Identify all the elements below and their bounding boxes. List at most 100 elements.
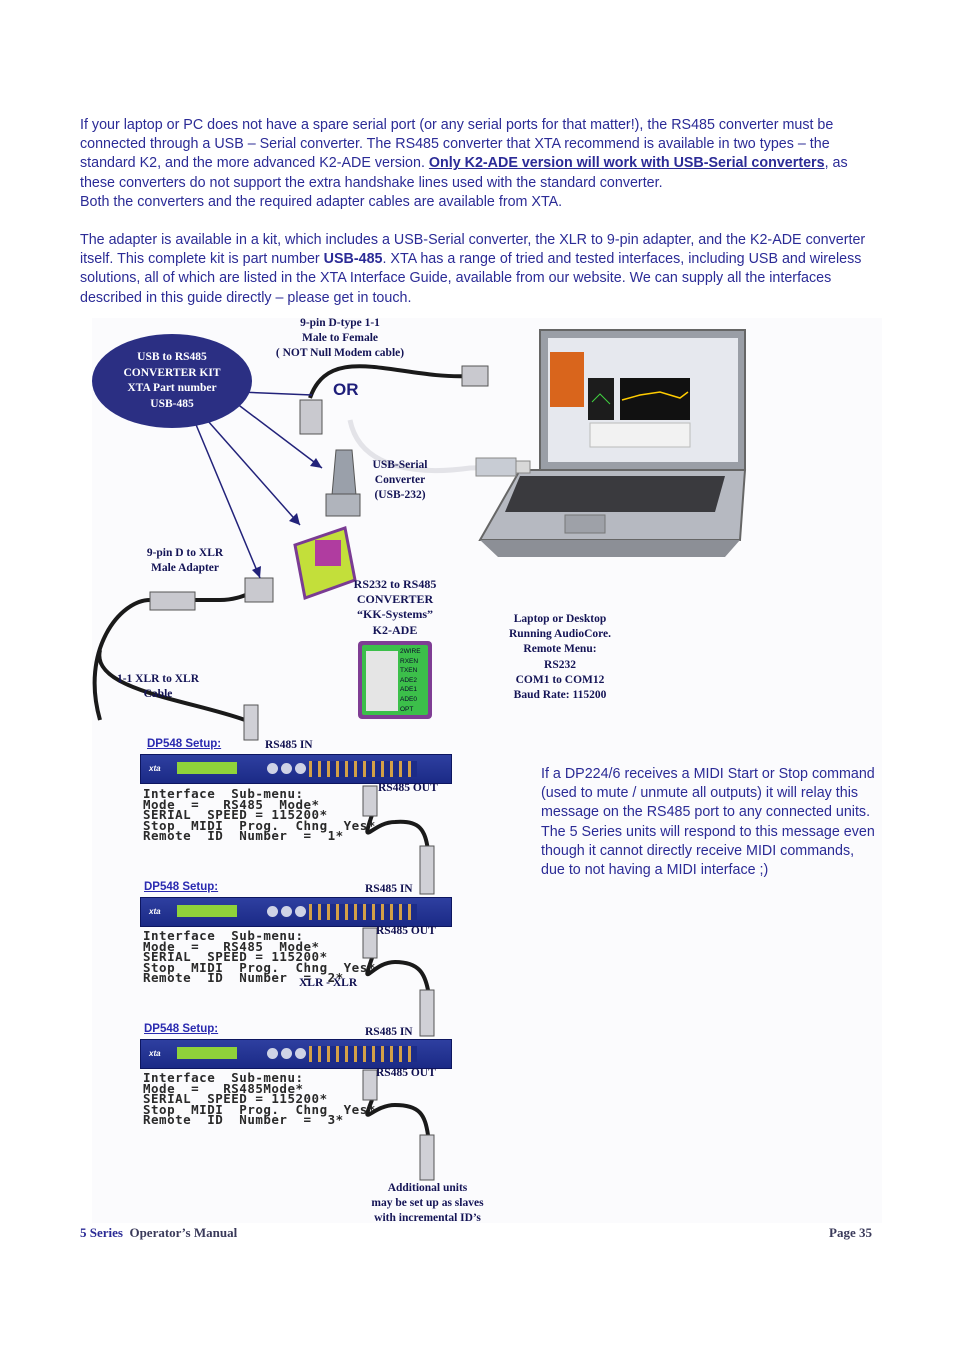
submenu-3: Interface Sub-menu: Mode = RS485Mode* SE… <box>143 1070 376 1127</box>
pointer-line <box>239 391 313 396</box>
submenu-2: Interface Sub-menu: Mode = RS485 Mode* S… <box>143 928 376 985</box>
xlr-adapter-image <box>149 591 196 611</box>
kit-oval-line-3: XTA Part number <box>127 382 217 394</box>
xta-logo: xta <box>149 764 161 773</box>
adapter-label: 9-pin D to XLR Male Adapter <box>125 546 245 576</box>
usb-serial-converter-image <box>325 449 361 517</box>
xlr-cable-2 <box>97 649 246 722</box>
submenu-3-line-2: Mode = RS485Mode* <box>143 1080 304 1096</box>
k2-txen: TXEN <box>400 667 418 675</box>
submenu-2-line-1: Interface Sub-menu: <box>143 928 304 943</box>
setup-title-1: DP548 Setup: <box>147 738 222 750</box>
adapter-line-2: Male Adapter <box>150 562 220 575</box>
laptop-label: Laptop or Desktop Running AudioCore. Rem… <box>485 612 635 703</box>
kit-paragraph: The adapter is available in a kit, which… <box>80 231 880 308</box>
xlr-xlr-label: XLR - XLR <box>299 977 358 989</box>
additional-line-3: with incremental ID’s <box>374 1212 481 1225</box>
k2-ade0: ADE0 <box>400 695 417 703</box>
chain-cable-1 <box>365 814 430 851</box>
usb-plug <box>475 457 517 477</box>
setup-title-3: DP548 Setup: <box>144 1023 219 1035</box>
laptop-line-4: RS232 <box>544 658 576 671</box>
dtype-cable-label: 9-pin D-type 1-1 Male to Female ( NOT Nu… <box>255 316 425 362</box>
dp548-unit-1: xta <box>140 754 452 784</box>
dtype-male-plug <box>461 365 489 387</box>
k2-opt: OPT <box>400 705 414 713</box>
rs232-converter-label: RS232 to RS485 CONVERTER “KK-Systems” K2… <box>335 577 455 638</box>
kit-oval-line-1: USB to RS485 <box>137 351 207 363</box>
submenu-2-line-5: Remote ID Number = 2* <box>143 970 344 985</box>
additional-units-label: Additional units may be set up as slaves… <box>355 1181 500 1227</box>
k2-ade2: ADE2 <box>400 676 417 684</box>
xlr-cable-line-1: 1-1 XLR to XLR <box>116 673 200 685</box>
setup-title-2: DP548 Setup: <box>144 881 219 893</box>
dp548-unit-3: xta <box>140 1039 452 1069</box>
laptop-line-6: Baud Rate: 115200 <box>513 689 607 702</box>
submenu-1-line-2: Mode = RS485 Mode* <box>143 796 320 812</box>
submenu-1-line-1: Interface Sub-menu: <box>143 786 304 801</box>
k2-dip-switches <box>366 651 398 711</box>
dtype-label-line-3: ( NOT Null Modem cable) <box>275 347 405 360</box>
rs232-line-2: CONVERTER <box>356 592 434 607</box>
usb-serial-label: USB-Serial Converter (USB-232) <box>355 458 445 504</box>
submenu-3-line-4: Stop MIDI Prog. Chng Yes* <box>143 1101 376 1117</box>
rs485-in-label-3: RS485 IN <box>365 1026 413 1038</box>
midi-side-note: If a DP224/6 receives a MIDI Start or St… <box>541 766 875 879</box>
rs232-line-3: “KK-Systems” <box>357 607 433 622</box>
kit-oval-line-2: CONVERTER KIT <box>123 366 221 379</box>
dtype-label-line-2: Male to Female <box>302 332 378 345</box>
dtype-label-line-1: 9-pin D-type 1-1 <box>300 317 380 329</box>
footer-manual: Operator’s Manual <box>129 1225 238 1240</box>
usb-serial-line-3: (USB-232) <box>374 489 426 502</box>
laptop-image <box>478 329 747 557</box>
k2-ade1: ADE1 <box>400 686 417 694</box>
kit-part-number: USB-485 <box>323 251 383 268</box>
adapter-line-1: 9-pin D to XLR <box>146 547 224 559</box>
kit-text-b: . XTA has a range of tried and tested in… <box>80 251 862 306</box>
intro-line-2: Both the converters and the required ada… <box>80 193 563 210</box>
laptop-line-3: Remote Menu: <box>523 643 597 656</box>
k2-rxen: RXEN <box>400 657 419 665</box>
additional-line-1: Additional units <box>387 1182 468 1194</box>
rs232-line-1: RS232 to RS485 <box>353 577 437 591</box>
k2-2wire: 2WIRE <box>400 648 421 655</box>
or-label: OR <box>333 380 359 399</box>
xta-logo: xta <box>149 1049 161 1058</box>
dp548-unit-2: xta <box>140 897 452 927</box>
kit-oval: USB to RS485 CONVERTER KIT XTA Part numb… <box>92 334 252 428</box>
submenu-2-line-3: SERIAL SPEED = 115200* <box>143 949 328 964</box>
submenu-1-line-5: Remote ID Number = 1* <box>143 828 344 843</box>
chain-cable-2 <box>365 957 430 991</box>
page-number: Page 35 <box>829 1225 872 1240</box>
rs485-out-label-1: RS485 OUT <box>378 782 438 794</box>
k2-converter-image <box>293 526 357 601</box>
additional-line-2: may be set up as slaves <box>371 1197 484 1210</box>
intro-paragraph: If your laptop or PC does not have a spa… <box>80 116 880 212</box>
xlr-cable-line-2: Cable <box>143 688 173 701</box>
dtype-cable <box>308 364 471 399</box>
submenu-2-line-2: Mode = RS485 Mode* <box>143 938 320 954</box>
rs232-line-4: K2-ADE <box>372 622 418 637</box>
laptop-line-2: Running AudioCore. <box>508 628 612 641</box>
kit-text-a: The adapter is available in a kit, which… <box>80 232 866 268</box>
k2-ade-warning: Only K2-ADE version will work with USB-S… <box>428 155 825 172</box>
rs485-in-label-1: RS485 IN <box>265 739 313 751</box>
intro-text-b: , as these converters do not support the… <box>80 155 848 191</box>
rs485-out-label-3: RS485 OUT <box>376 1067 436 1079</box>
footer-brand: 5 Series <box>80 1225 123 1240</box>
laptop-line-5: COM1 to COM12 <box>515 673 605 686</box>
submenu-3-line-5: Remote ID Number = 3* <box>143 1112 344 1127</box>
footer-manual-title: 5 Series Operator’s Manual <box>80 1225 237 1241</box>
kit-oval-line-4: USB-485 <box>150 397 194 410</box>
submenu-1: Interface Sub-menu: Mode = RS485 Mode* S… <box>143 786 376 843</box>
submenu-2-line-4: Stop MIDI Prog. Chng Yes* <box>143 959 376 975</box>
submenu-3-line-3: SERIAL SPEED = 115200* <box>143 1091 328 1106</box>
chain-cable-3 <box>365 1099 430 1136</box>
laptop-line-1: Laptop or Desktop <box>513 613 607 625</box>
submenu-1-line-3: SERIAL SPEED = 115200* <box>143 807 328 822</box>
intro-text-a: If your laptop or PC does not have a spa… <box>80 117 834 172</box>
submenu-3-line-1: Interface Sub-menu: <box>143 1070 304 1085</box>
usb-serial-line-2: Converter <box>374 474 426 487</box>
xlr-cable-label: 1-1 XLR to XLR Cable <box>98 672 218 702</box>
